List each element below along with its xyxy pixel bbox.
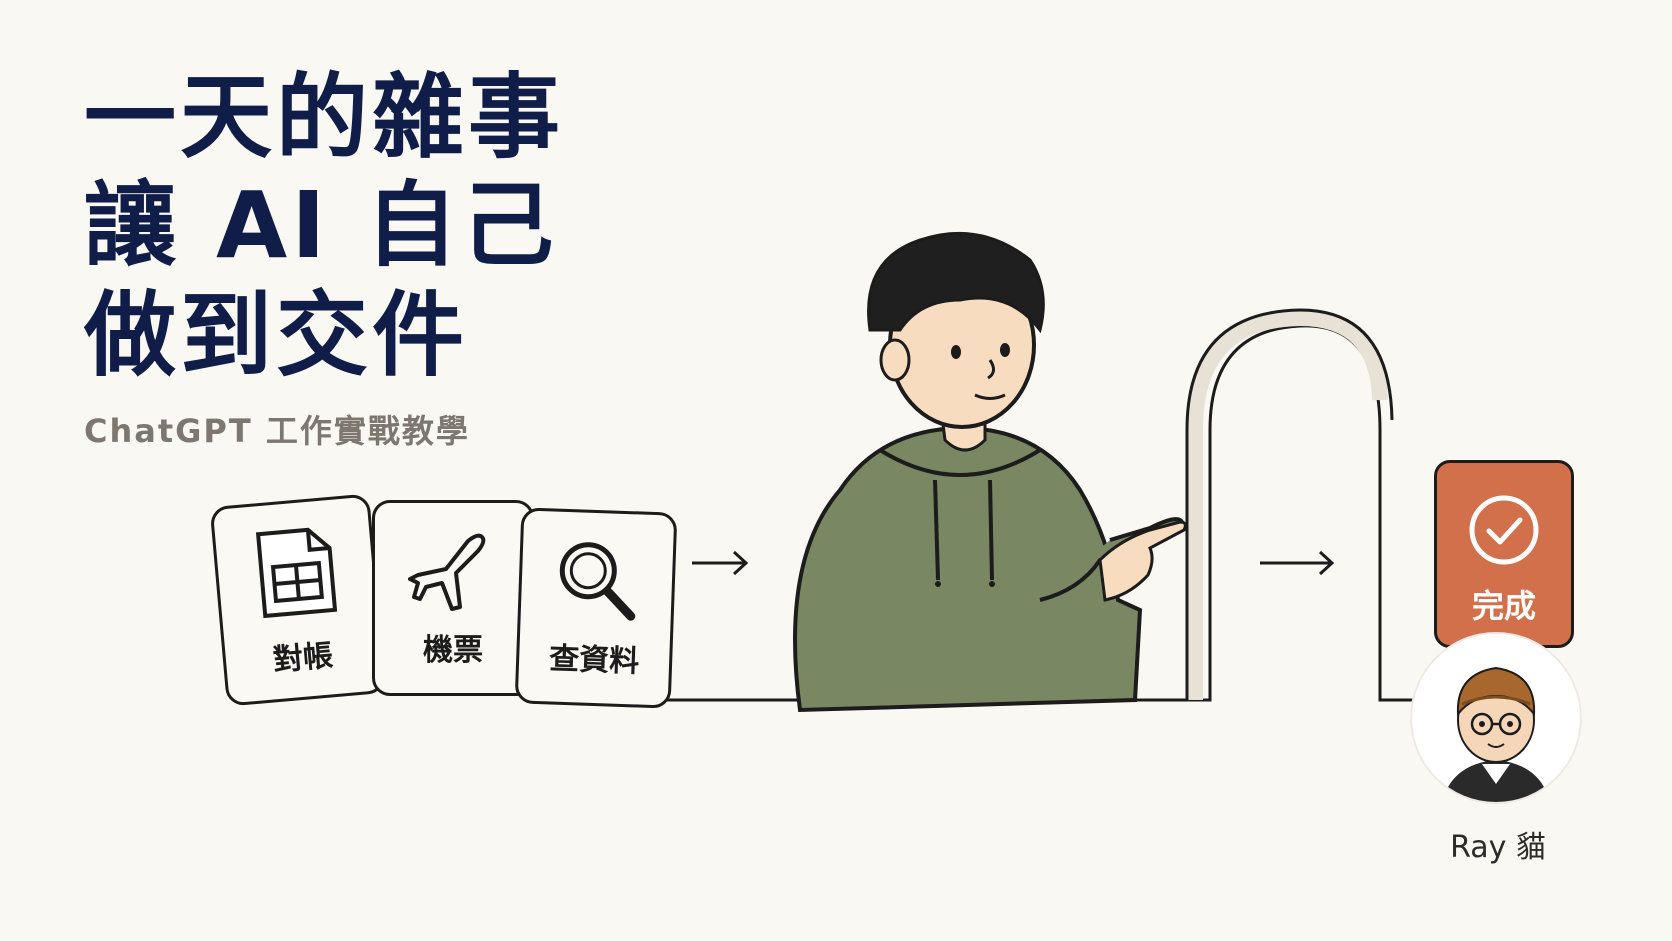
task-card-label: 對帳 [271,638,335,679]
arrow-right-icon [1260,550,1335,576]
avatar-portrait [1442,666,1550,802]
person-illustration [793,231,1187,713]
done-card: 完成 [1434,460,1574,648]
task-card-flight: 機票 [372,500,534,696]
checkmark-icon [1469,495,1539,565]
spreadsheet-icon [255,527,338,619]
subtitle: ChatGPT 工作實戰教學 [84,412,470,450]
task-card-reconcile: 對帳 [209,493,387,707]
magnifier-icon [559,542,636,621]
task-card-label: 機票 [423,633,483,668]
airplane-icon [408,533,486,611]
headline-line-2: 讓 AI 自己 [84,172,558,279]
arrow-right-icon [692,550,749,576]
task-card-label: 查資料 [548,641,640,680]
headline-line-1: 一天的雜事 [84,64,565,171]
avatar [1412,634,1580,802]
arch-band [1187,309,1388,700]
done-label: 完成 [1471,587,1536,625]
task-card-research: 查資料 [514,507,678,709]
headline-line-3: 做到交件 [84,282,469,389]
author-name: Ray 貓 [1450,830,1546,865]
